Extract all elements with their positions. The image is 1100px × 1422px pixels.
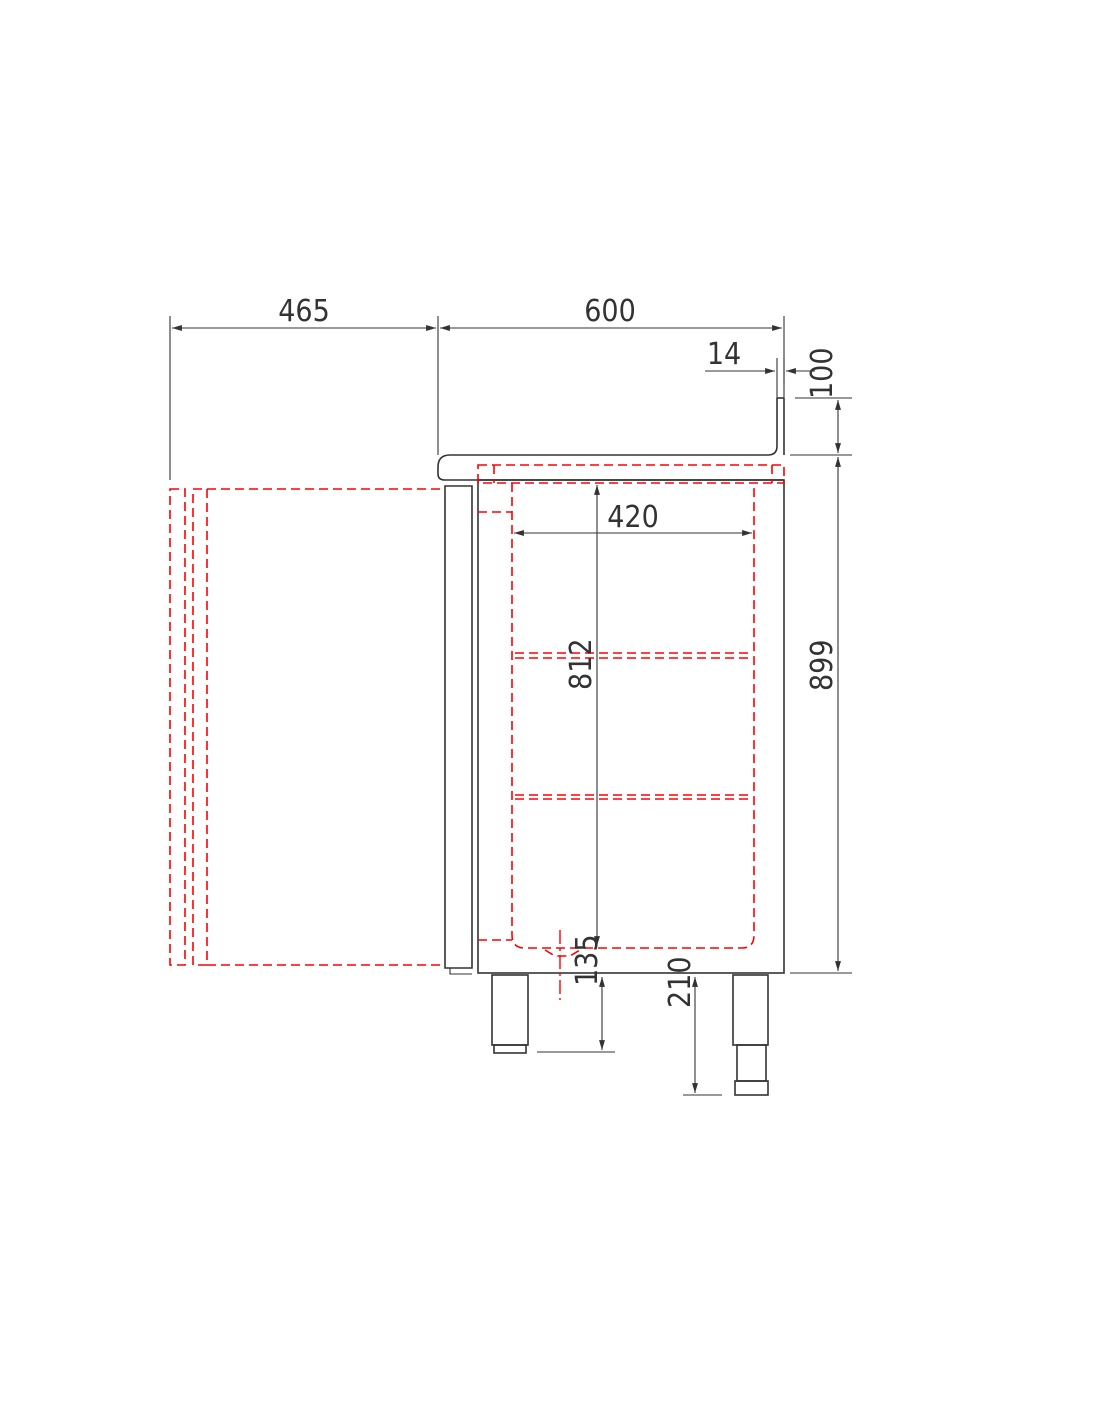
drawer-pulled-out [169, 488, 445, 966]
dimension-899: 899 [790, 457, 852, 974]
dimension-100: 100 [790, 347, 852, 456]
dimension-812: 812 [564, 485, 600, 946]
dimension-label-899: 899 [805, 639, 840, 691]
dimension-135: 135 [537, 934, 615, 1053]
cabinet-outline [437, 397, 785, 975]
dimension-label-135: 135 [570, 934, 605, 986]
dimension-465: 465 [169, 294, 439, 480]
dimension-label-465: 465 [278, 294, 330, 329]
dimension-14: 14 [705, 337, 815, 398]
dimension-label-812: 812 [564, 638, 599, 690]
dimension-label-420: 420 [607, 500, 659, 535]
dimension-label-600: 600 [584, 294, 636, 329]
leg-left [491, 974, 529, 1054]
dimension-label-210: 210 [663, 956, 698, 1008]
dimension-420: 420 [514, 500, 752, 536]
leg-right [732, 974, 769, 1096]
dimension-210: 210 [663, 956, 722, 1096]
dimension-label-14: 14 [707, 337, 741, 372]
hidden-lines [477, 464, 785, 1000]
dimension-label-100: 100 [805, 347, 840, 399]
